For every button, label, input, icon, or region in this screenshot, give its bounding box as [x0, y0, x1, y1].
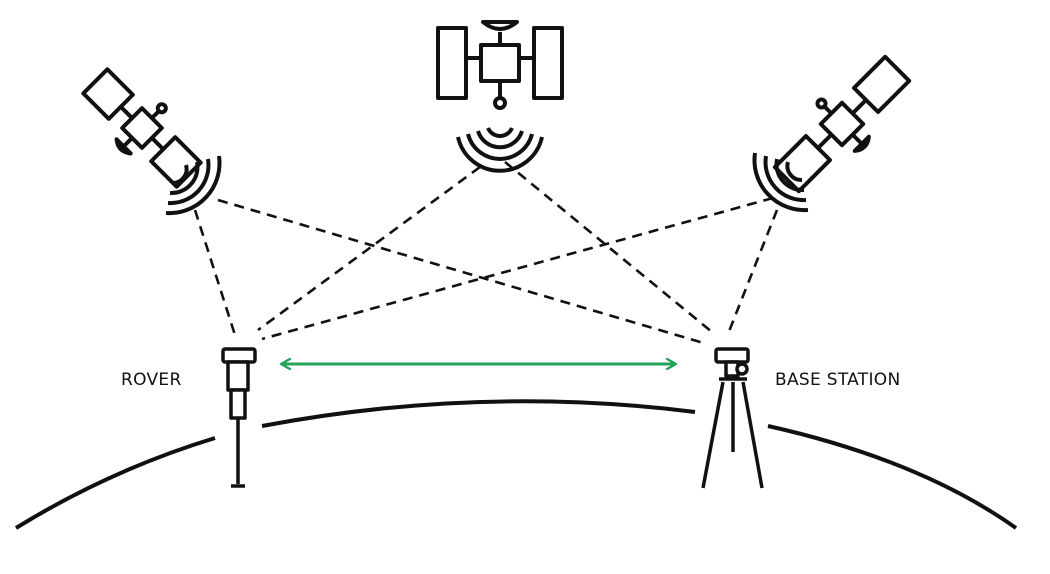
signal-right-to-rover	[261, 196, 774, 341]
rover-pole-icon	[221, 347, 257, 488]
signal-left-to-rover	[193, 209, 237, 336]
satellite-right-icon	[772, 54, 912, 194]
tripod-icon	[701, 347, 764, 489]
satellite-left-icon	[81, 67, 203, 189]
satellite-center-icon	[436, 20, 564, 110]
signal-left-to-base	[217, 198, 708, 346]
signal-waves-center	[456, 127, 544, 173]
earth-horizon	[14, 399, 1018, 530]
signal-waves-left	[165, 155, 222, 216]
signal-lines	[193, 160, 779, 346]
signal-center-to-rover	[257, 165, 481, 332]
rover-label: ROVER	[121, 370, 182, 390]
signal-right-to-base	[726, 209, 779, 335]
base-station-label: BASE STATION	[775, 370, 901, 390]
signal-waves-right	[752, 152, 809, 213]
signal-center-to-base	[504, 160, 713, 334]
